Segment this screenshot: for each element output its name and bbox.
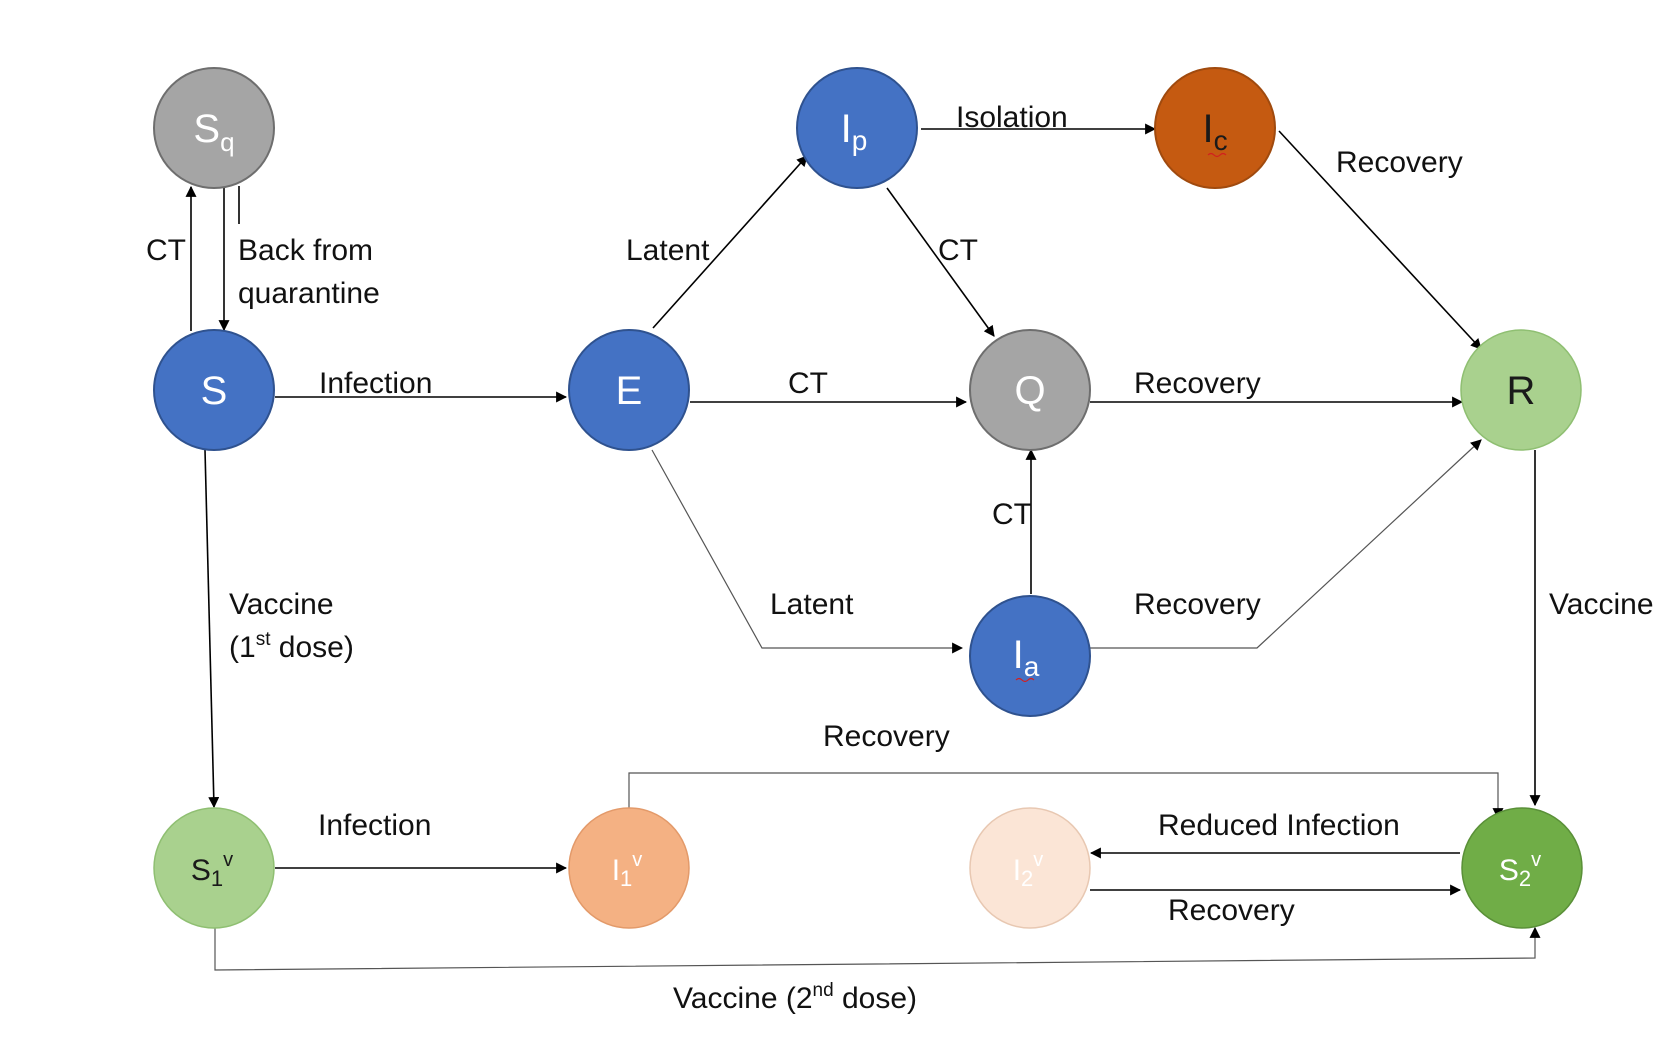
node-ip[interactable]: Ip (796, 67, 918, 189)
node-i1v-label: I1v (612, 849, 643, 891)
node-s1v[interactable]: S1v (153, 807, 275, 929)
node-s-circle (153, 329, 275, 451)
label-q-recovery: Recovery (1134, 367, 1261, 400)
label-s-infection: Infection (319, 367, 432, 400)
label-vaccine-first-line1: Vaccine (229, 588, 334, 621)
node-ia-label: Ia (1013, 633, 1040, 682)
node-e[interactable]: E (568, 329, 690, 451)
label-s1v-infection: Infection (318, 809, 431, 842)
node-s[interactable]: S (153, 329, 275, 451)
node-s1v-circle (153, 807, 275, 929)
label-vaccine-second: Vaccine (2nd dose) (673, 980, 917, 1015)
label-vaccine-first-line2: (1st dose) (229, 629, 354, 664)
label-i1v-recovery: Recovery (823, 720, 950, 753)
label-reduced-infection: Reduced Infection (1158, 809, 1400, 842)
node-r[interactable]: R (1460, 329, 1582, 451)
node-s1v-label: S1v (191, 849, 233, 891)
edge-e-to-ia (651, 449, 964, 654)
nodes: Sq S E Ip Ic Q R (153, 67, 1583, 929)
label-ia-recovery: Recovery (1134, 588, 1261, 621)
node-ip-circle (796, 67, 918, 189)
label-sq-ct: CT (146, 234, 186, 267)
edge-s-to-s1v (204, 449, 220, 809)
node-sq-circle (153, 67, 275, 189)
edge-i1v-to-s2v (628, 772, 1504, 820)
label-latent-down: Latent (770, 588, 854, 621)
node-ic[interactable]: Ic (1154, 67, 1276, 189)
edge-ic-to-r (1278, 130, 1482, 350)
node-q-label: Q (1014, 369, 1045, 413)
edge-s1v-to-s2v (214, 926, 1541, 971)
label-i2v-recovery: Recovery (1168, 894, 1295, 927)
node-sq[interactable]: Sq (153, 67, 275, 189)
edge-labels: CT Back from quarantine Infection CT Rec… (146, 101, 1654, 1015)
node-i2v-circle (969, 807, 1091, 929)
node-sq-label: Sq (193, 107, 234, 157)
node-r-label: R (1507, 369, 1536, 413)
node-s-label: S (201, 369, 228, 413)
node-ia-circle (969, 595, 1091, 717)
node-s2v-label: S2v (1499, 849, 1541, 891)
node-ic-circle (1154, 67, 1276, 189)
node-e-circle (568, 329, 690, 451)
node-ia[interactable]: Ia (969, 595, 1091, 717)
node-ip-label: Ip (841, 107, 868, 156)
node-ic-label: Ic (1202, 107, 1227, 156)
label-ia-ct: CT (992, 498, 1032, 531)
label-ic-recovery: Recovery (1336, 146, 1463, 179)
node-s2v-circle (1461, 807, 1583, 929)
node-i1v[interactable]: I1v (568, 807, 690, 929)
spellcheck-squiggle-icon (1207, 152, 1227, 158)
node-e-label: E (616, 369, 643, 413)
node-q[interactable]: Q (969, 329, 1091, 451)
node-r-circle (1460, 329, 1582, 451)
edge-e-to-ip (652, 155, 808, 329)
label-ip-ct: CT (938, 234, 978, 267)
label-back-from: Back from (238, 234, 373, 267)
node-i2v[interactable]: I2v (969, 807, 1091, 929)
label-isolation: Isolation (956, 101, 1068, 134)
spellcheck-squiggle-icon (1015, 677, 1035, 683)
node-s2v[interactable]: S2v (1461, 807, 1583, 929)
label-latent-up: Latent (626, 234, 710, 267)
label-r-vaccine: Vaccine (1549, 588, 1654, 621)
node-i2v-label: I2v (1013, 849, 1044, 891)
label-e-ct: CT (788, 367, 828, 400)
edge-ip-to-q (886, 187, 995, 337)
node-i1v-circle (568, 807, 690, 929)
label-quarantine: quarantine (238, 277, 380, 310)
node-q-circle (969, 329, 1091, 451)
edges (185, 123, 1541, 971)
edge-ia-to-r (1090, 439, 1482, 649)
